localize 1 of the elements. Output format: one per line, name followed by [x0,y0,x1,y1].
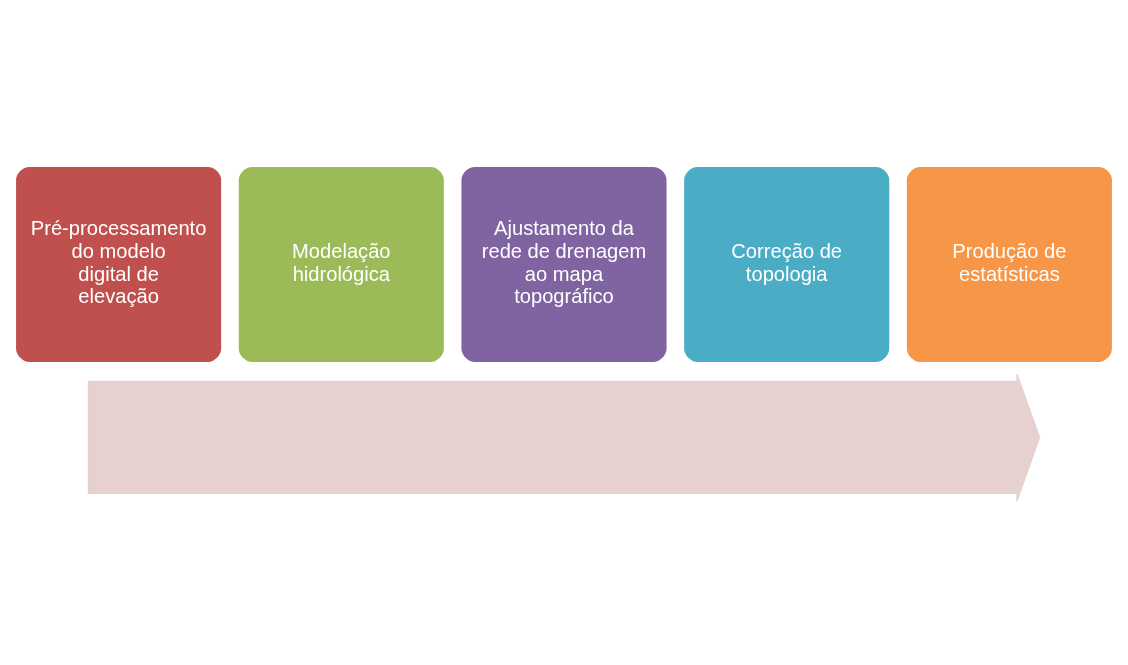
node-arrow [87,372,1041,502]
